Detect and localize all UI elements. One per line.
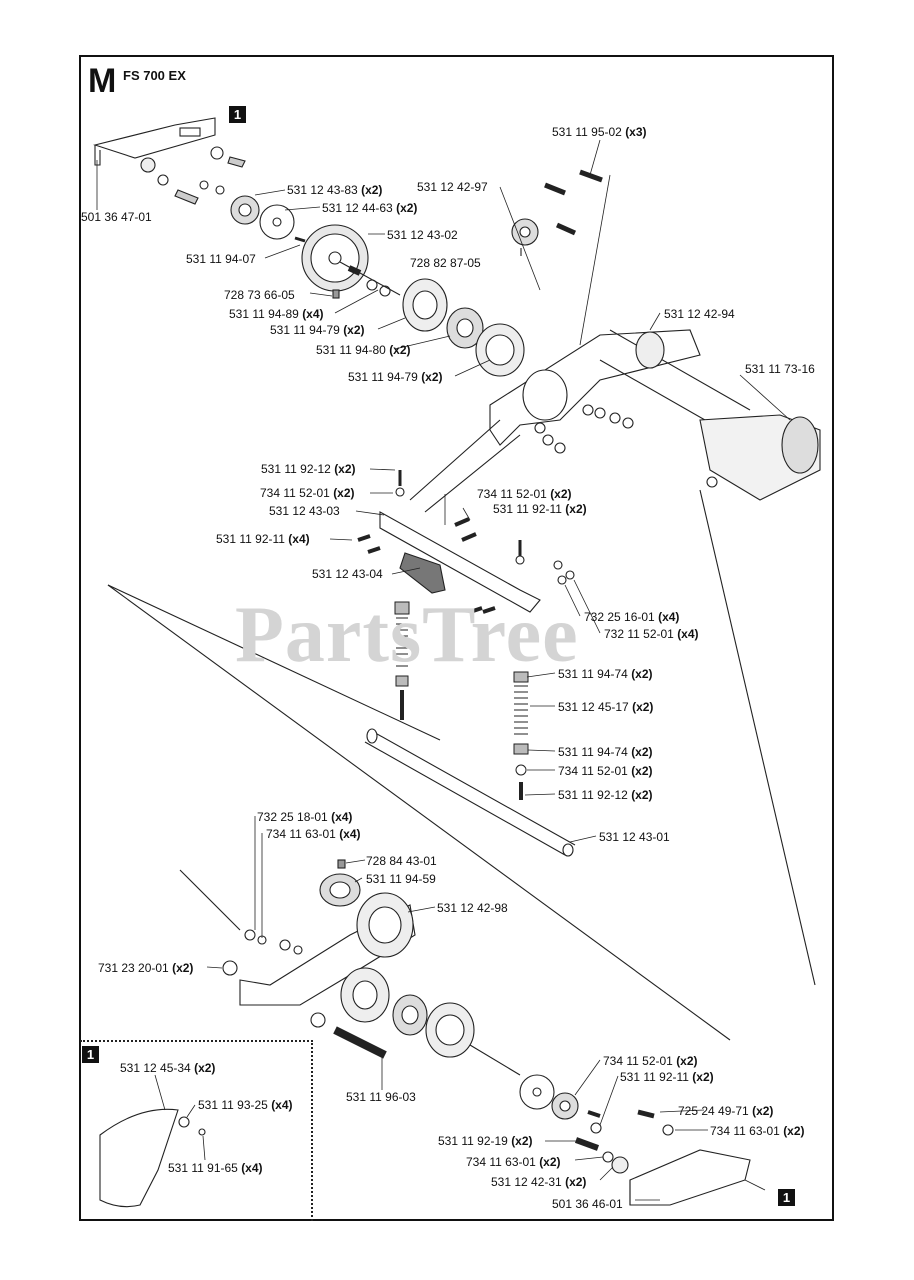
part-label: 728 82 87-05 <box>410 256 481 270</box>
part-label: 531 11 73-16 <box>745 362 815 376</box>
part-label: 732 25 16-01 (x4) <box>584 610 680 624</box>
diagram-frame <box>79 55 834 1221</box>
part-label: 531 12 43-01 <box>599 830 670 844</box>
part-label: 531 11 92-12 (x2) <box>558 788 653 802</box>
part-label: 531 12 43-02 <box>387 228 458 242</box>
part-label: 734 11 63-01 (x2) <box>710 1124 805 1138</box>
part-label: 531 11 94-07 <box>186 252 256 266</box>
part-label: 734 11 63-01 (x4) <box>266 827 361 841</box>
part-label: 501 36 46-01 <box>552 1197 623 1211</box>
part-label: 531 11 94-59 <box>366 872 436 886</box>
part-label: 531 12 43-03 <box>269 504 340 518</box>
part-label: 732 11 52-01 (x4) <box>604 627 699 641</box>
model-title: FS 700 EX <box>123 68 186 83</box>
part-label: 734 11 52-01 (x2) <box>477 487 572 501</box>
watermark: PartsTree <box>235 591 579 679</box>
part-label: 734 11 52-01 (x2) <box>603 1054 698 1068</box>
part-label: 531 11 94-74 (x2) <box>558 745 653 759</box>
part-label: 531 11 92-19 (x2) <box>438 1134 533 1148</box>
part-label: 531 12 42-94 <box>664 307 735 321</box>
part-label: 531 11 92-11 (x2) <box>493 502 587 516</box>
part-label: 731 23 20-01 (x2) <box>98 961 194 975</box>
part-label: 531 11 92-11 (x2) <box>620 1070 714 1084</box>
part-label: 531 11 95-02 (x3) <box>552 125 647 139</box>
part-label: 725 24 49-71 (x2) <box>678 1104 774 1118</box>
part-label: 531 11 92-12 (x2) <box>261 462 356 476</box>
callout-1-bottom: 1 <box>778 1189 795 1206</box>
part-label: 531 11 94-74 (x2) <box>558 667 653 681</box>
part-label: 531 11 94-79 (x2) <box>348 370 443 384</box>
part-label: 531 12 42-97 <box>417 180 488 194</box>
part-label: 531 12 45-17 (x2) <box>558 700 654 714</box>
inset-detail-box <box>80 1040 313 1221</box>
part-label: 531 12 43-04 <box>312 567 383 581</box>
part-label: 501 36 47-01 <box>81 210 152 224</box>
part-label: 531 11 93-25 (x4) <box>198 1098 293 1112</box>
part-label: 531 11 96-03 <box>346 1090 416 1104</box>
part-label: 531 11 94-80 (x2) <box>316 343 411 357</box>
callout-1-inset: 1 <box>82 1046 99 1063</box>
part-label: 531 12 42-31 (x2) <box>491 1175 587 1189</box>
callout-1-top: 1 <box>229 106 246 123</box>
part-label: 531 12 43-83 (x2) <box>287 183 383 197</box>
part-label: 531 12 42-98 <box>437 901 508 915</box>
part-label: 734 11 52-01 (x2) <box>260 486 355 500</box>
part-label: 728 84 43-01 <box>366 854 437 868</box>
part-label: 728 73 66-05 <box>224 288 295 302</box>
part-label: 734 11 52-01 (x2) <box>558 764 653 778</box>
section-letter: M <box>88 62 117 100</box>
part-label: 732 25 18-01 (x4) <box>257 810 353 824</box>
part-label: 531 12 44-63 (x2) <box>322 201 418 215</box>
part-label: 531 11 94-79 (x2) <box>270 323 365 337</box>
part-label: 531 12 45-34 (x2) <box>120 1061 216 1075</box>
part-label: 734 11 63-01 (x2) <box>466 1155 561 1169</box>
part-label: 531 11 92-11 (x4) <box>216 532 310 546</box>
part-label: 531 11 91-65 (x4) <box>168 1161 263 1175</box>
part-label: 531 11 94-89 (x4) <box>229 307 324 321</box>
